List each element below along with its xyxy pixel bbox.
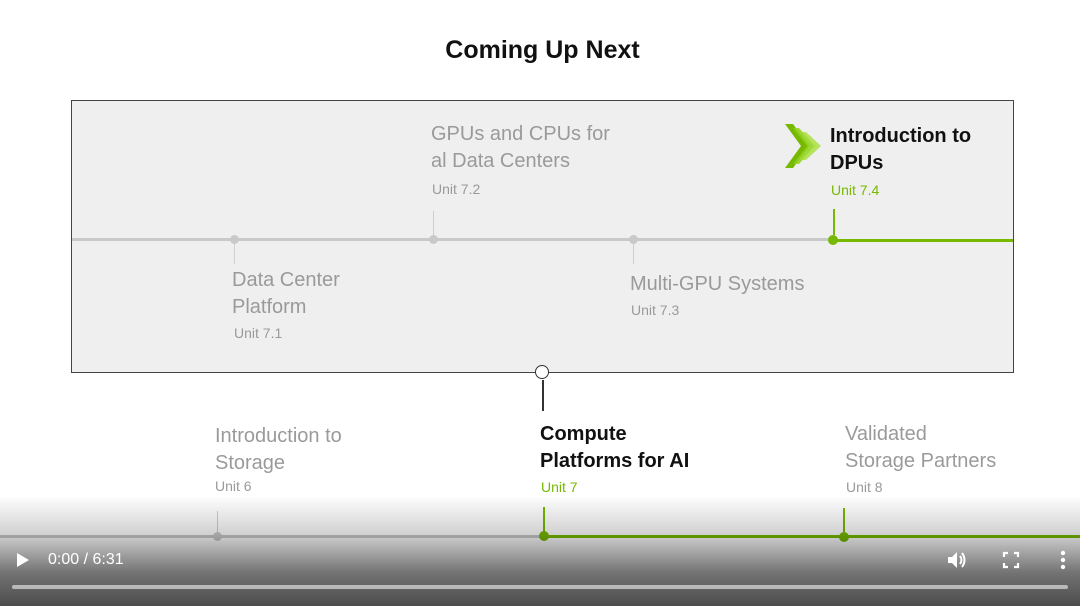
play-icon — [17, 553, 29, 567]
unit-6-title: Introduction to Storage — [215, 425, 342, 474]
unit-7-1-number: Unit 7.1 — [234, 325, 283, 341]
inner-timeline-progress — [835, 239, 1013, 242]
player-controls — [0, 495, 1080, 606]
chevrons-right-icon — [785, 124, 821, 168]
progress-bar[interactable] — [12, 585, 1068, 589]
timeline-tick — [433, 211, 434, 235]
time-display: 0:00 / 6:31 — [48, 551, 124, 568]
volume-button[interactable] — [946, 549, 968, 571]
unit-7-1-title: Data Center Platform — [232, 269, 340, 318]
timeline-node — [230, 235, 239, 244]
unit-7-title: Compute Platforms for AI — [540, 423, 690, 472]
unit-7-3-number: Unit 7.3 — [631, 302, 680, 318]
timeline-tick — [234, 244, 235, 264]
timeline-node — [629, 235, 638, 244]
fullscreen-icon — [1002, 551, 1020, 569]
unit-detail-panel: Data Center Platform Unit 7.1 GPUs and C… — [71, 100, 1014, 373]
timeline-node-active — [828, 235, 838, 245]
timeline-node — [429, 235, 438, 244]
unit-7-4-number: Unit 7.4 — [831, 182, 880, 198]
unit-7-number: Unit 7 — [541, 479, 578, 495]
unit-7-4-title: Introduction to DPUs — [830, 125, 972, 174]
volume-icon — [948, 552, 966, 568]
unit-7-2-number: Unit 7.2 — [432, 181, 481, 197]
inner-timeline-line — [72, 238, 835, 241]
page-title: Coming Up Next — [445, 36, 640, 64]
unit-6-number: Unit 6 — [215, 478, 252, 494]
connector-ring — [535, 365, 549, 379]
play-button[interactable] — [14, 551, 32, 569]
unit-7-3-title: Multi-GPU Systems — [630, 273, 805, 295]
timeline-tick-active — [833, 209, 835, 235]
fullscreen-button[interactable] — [1001, 550, 1021, 570]
timeline-tick — [633, 244, 634, 264]
unit-8-number: Unit 8 — [846, 479, 883, 495]
unit-7-2-title: GPUs and CPUs for al Data Centers — [431, 123, 610, 172]
connector-stem — [542, 380, 544, 411]
more-options-button[interactable] — [1056, 549, 1070, 571]
more-vert-icon — [1060, 550, 1066, 570]
unit-8-title: Validated Storage Partners — [845, 423, 997, 472]
